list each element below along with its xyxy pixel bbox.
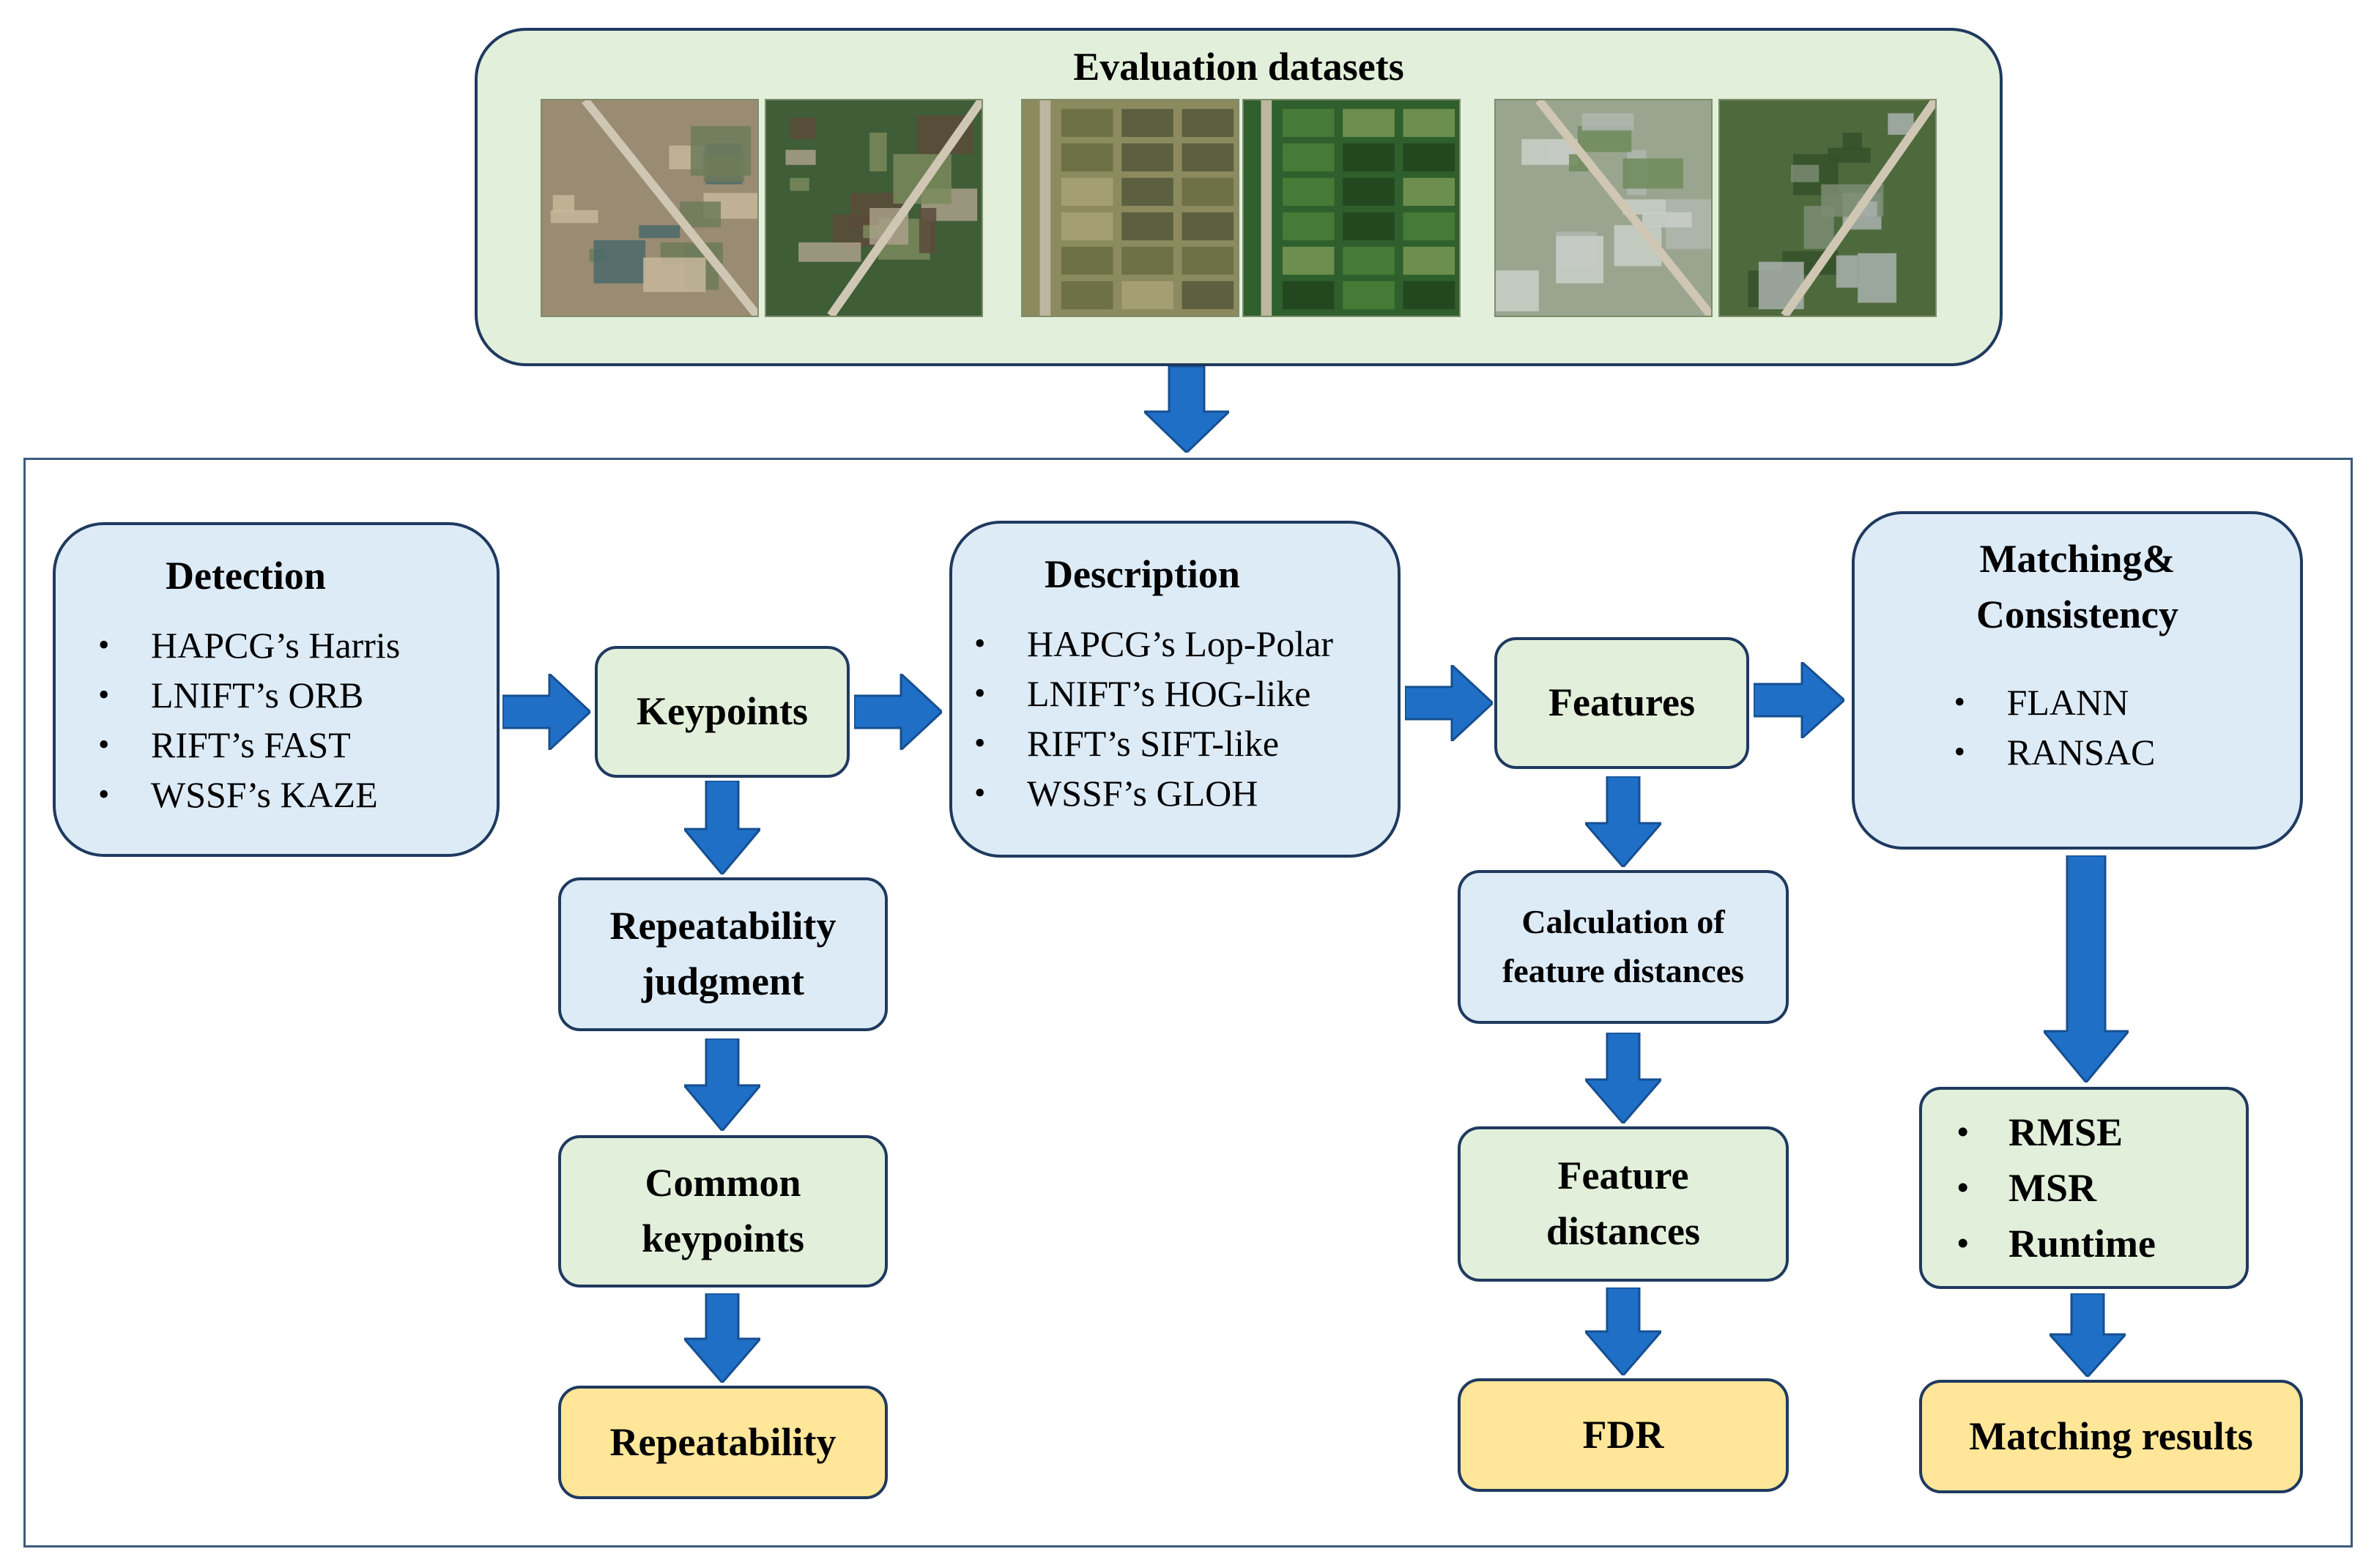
description-list: HAPCG’s Lop-Polar LNIFT’s HOG-like RIFT’… xyxy=(968,619,1333,818)
description-item: WSSF’s GLOH xyxy=(968,768,1333,818)
dataset-image-farmland-a xyxy=(1021,99,1239,317)
matching-item: FLANN xyxy=(1948,677,2156,727)
arrow-down-datasets xyxy=(1144,366,1229,453)
calc-distances-line1: Calculation of xyxy=(1521,903,1725,941)
features-box: Features xyxy=(1494,637,1749,769)
repeatability-judgment-line2: judgment xyxy=(641,959,804,1003)
common-keypoints-line1: Common xyxy=(645,1161,801,1205)
detection-box: Detection HAPCG’s Harris LNIFT’s ORB RIF… xyxy=(53,522,500,857)
matching-item: RANSAC xyxy=(1948,727,2156,777)
description-title: Description xyxy=(1045,552,1240,596)
features-label: Features xyxy=(1548,680,1695,725)
metrics-list: RMSE MSR Runtime xyxy=(1951,1104,2156,1271)
metrics-item: RMSE xyxy=(1951,1104,2156,1160)
arrow-down-features-calc xyxy=(1585,776,1661,867)
description-item: RIFT’s SIFT-like xyxy=(968,718,1333,768)
arrow-right-description-features xyxy=(1405,665,1493,741)
description-item: HAPCG’s Lop-Polar xyxy=(968,619,1333,669)
feature-distances-box: Feature distances xyxy=(1458,1126,1789,1282)
detection-list: HAPCG’s Harris LNIFT’s ORB RIFT’s FAST W… xyxy=(92,620,400,820)
feature-distances-line1: Feature xyxy=(1557,1153,1689,1198)
matching-list: FLANN RANSAC xyxy=(1948,677,2156,777)
arrow-down-metrics-results xyxy=(2050,1293,2126,1377)
matching-line1: Matching& xyxy=(1979,537,2175,581)
dataset-image-industrial-a xyxy=(1494,99,1713,317)
dataset-image-farmland-b xyxy=(1242,99,1461,317)
arrow-down-calc-distances xyxy=(1585,1033,1661,1123)
repeatability-judgment-box: Repeatability judgment xyxy=(558,877,888,1031)
detection-item: LNIFT’s ORB xyxy=(92,670,400,720)
matching-results-box: Matching results xyxy=(1919,1380,2303,1493)
description-item: LNIFT’s HOG-like xyxy=(968,669,1333,718)
description-box: Description HAPCG’s Lop-Polar LNIFT’s HO… xyxy=(949,521,1401,858)
metrics-item: Runtime xyxy=(1951,1216,2156,1271)
metrics-item: MSR xyxy=(1951,1160,2156,1216)
detection-item: RIFT’s FAST xyxy=(92,720,400,770)
common-keypoints-line2: keypoints xyxy=(641,1216,805,1260)
repeatability-label: Repeatability xyxy=(609,1419,837,1464)
arrow-down-distances-fdr xyxy=(1585,1288,1661,1375)
arrow-down-matching-metrics xyxy=(2044,855,2129,1082)
dataset-image-urban-aerial-b xyxy=(765,99,983,317)
common-keypoints-box: Common keypoints xyxy=(558,1135,888,1288)
arrow-right-detection-keypoints xyxy=(502,674,590,750)
calc-distances-box: Calculation of feature distances xyxy=(1458,870,1789,1024)
arrow-down-common-repeatability xyxy=(684,1293,760,1383)
arrow-right-features-matching xyxy=(1754,662,1844,738)
dataset-image-industrial-b xyxy=(1718,99,1937,317)
fdr-box: FDR xyxy=(1458,1378,1789,1492)
arrow-down-keypoints-judgment xyxy=(684,781,760,874)
keypoints-label: Keypoints xyxy=(636,689,809,734)
framework-frame xyxy=(23,458,2353,1547)
calc-distances-line2: feature distances xyxy=(1502,952,1745,989)
arrow-right-keypoints-description xyxy=(854,674,942,750)
matching-consistency-box: Matching& Consistency FLANN RANSAC xyxy=(1852,511,2303,850)
keypoints-box: Keypoints xyxy=(595,646,850,778)
matching-line2: Consistency xyxy=(1976,592,2178,636)
detection-title: Detection xyxy=(166,554,326,598)
metrics-box: RMSE MSR Runtime xyxy=(1919,1087,2249,1289)
repeatability-box: Repeatability xyxy=(558,1386,888,1499)
detection-item: HAPCG’s Harris xyxy=(92,620,400,670)
matching-results-label: Matching results xyxy=(1969,1413,2253,1458)
repeatability-judgment-line1: Repeatability xyxy=(609,904,837,948)
detection-item: WSSF’s KAZE xyxy=(92,770,400,820)
dataset-image-urban-aerial-a xyxy=(541,99,759,317)
evaluation-datasets-title: Evaluation datasets xyxy=(1073,45,1404,89)
arrow-down-judgment-common xyxy=(684,1038,760,1131)
fdr-label: FDR xyxy=(1582,1412,1664,1457)
feature-distances-line2: distances xyxy=(1546,1209,1700,1253)
